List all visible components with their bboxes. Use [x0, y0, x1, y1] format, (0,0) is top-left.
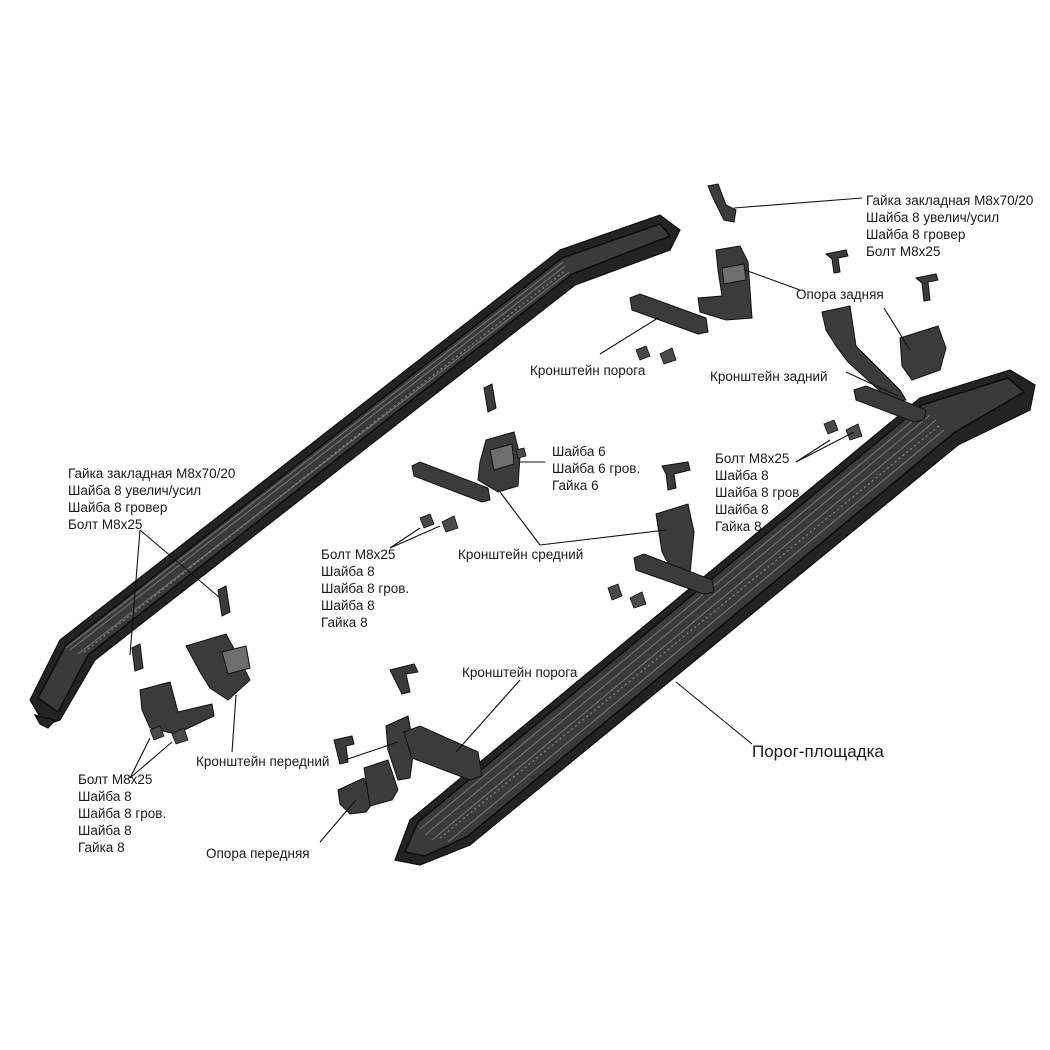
label-line: Гайка закладная М8х70/20: [866, 193, 1033, 208]
left-board-mounting-studs: [131, 383, 497, 672]
label-sill-bracket-top: Кронштейн порога: [530, 363, 646, 378]
label-line: Болт М8х25: [321, 547, 395, 562]
label-rear-bracket: Кронштейн задний: [710, 369, 828, 384]
labels: Гайка закладная М8х70/20 Шайба 8 увелич/…: [68, 193, 1037, 861]
label-line: Болт М8х25: [715, 451, 789, 466]
label-line: Шайба 8: [78, 823, 132, 838]
label-line: Шайба 8 гров.: [715, 485, 803, 500]
front-bracket-parts: [139, 633, 483, 815]
label-front-bracket: Кронштейн передний: [196, 754, 329, 769]
label-front-bolt-set: Болт М8х25 Шайба 8 Шайба 8 гров. Шайба 8…: [78, 772, 170, 855]
label-platform-step: Порог-площадка: [752, 742, 884, 761]
left-running-board: [29, 214, 681, 729]
label-line: Шайба 8: [78, 789, 132, 804]
leader-lines: [129, 197, 911, 843]
label-line: Гайка 8: [715, 519, 762, 534]
label-sill-bracket-bottom: Кронштейн порога: [462, 665, 578, 680]
label-line: Шайба 8 гровер: [68, 500, 167, 515]
rear-hardware-parts: [629, 183, 947, 441]
label-line: Шайба 8 гров.: [78, 806, 166, 821]
label-rear-hardware: Гайка закладная М8х70/20 Шайба 8 увелич/…: [866, 193, 1037, 259]
label-center-bolt-set: Болт М8х25 Шайба 8 Шайба 8 гров. Шайба 8…: [321, 547, 413, 630]
label-line: Шайба 8 гров.: [321, 581, 409, 596]
label-line: Гайка 6: [552, 478, 599, 493]
label-line: Шайба 8: [715, 468, 769, 483]
label-line: Гайка 8: [321, 615, 368, 630]
label-line: Болт М8х25: [78, 772, 152, 787]
label-rear-support: Опора задняя: [796, 287, 884, 302]
label-line: Болт М8х25: [866, 244, 940, 259]
label-right-bolt-set: Болт М8х25 Шайба 8 Шайба 8 гров. Шайба 8…: [715, 451, 807, 534]
label-line: Болт М8х25: [68, 517, 142, 532]
platform-step: [394, 369, 1036, 866]
label-line: Гайка 8: [78, 840, 125, 855]
label-line: Шайба 8: [321, 598, 375, 613]
label-line: Шайба 8 гровер: [866, 227, 965, 242]
middle-bracket-parts: [411, 431, 715, 609]
label-line: Шайба 8: [321, 564, 375, 579]
label-front-support: Опора передняя: [206, 846, 310, 861]
label-line: Шайба 6 гров.: [552, 461, 640, 476]
label-middle-washers: Шайба 6 Шайба 6 гров. Гайка 6: [552, 444, 644, 493]
label-line: Гайка закладная М8х70/20: [68, 466, 235, 481]
label-line: Шайба 8: [715, 502, 769, 517]
label-line: Шайба 6: [552, 444, 606, 459]
label-line: Шайба 8 увелич/усил: [866, 210, 999, 225]
label-line: Шайба 8 увелич/усил: [68, 483, 201, 498]
label-left-hardware: Гайка закладная М8х70/20 Шайба 8 увелич/…: [68, 466, 239, 532]
label-middle-bracket: Кронштейн средний: [458, 547, 583, 562]
